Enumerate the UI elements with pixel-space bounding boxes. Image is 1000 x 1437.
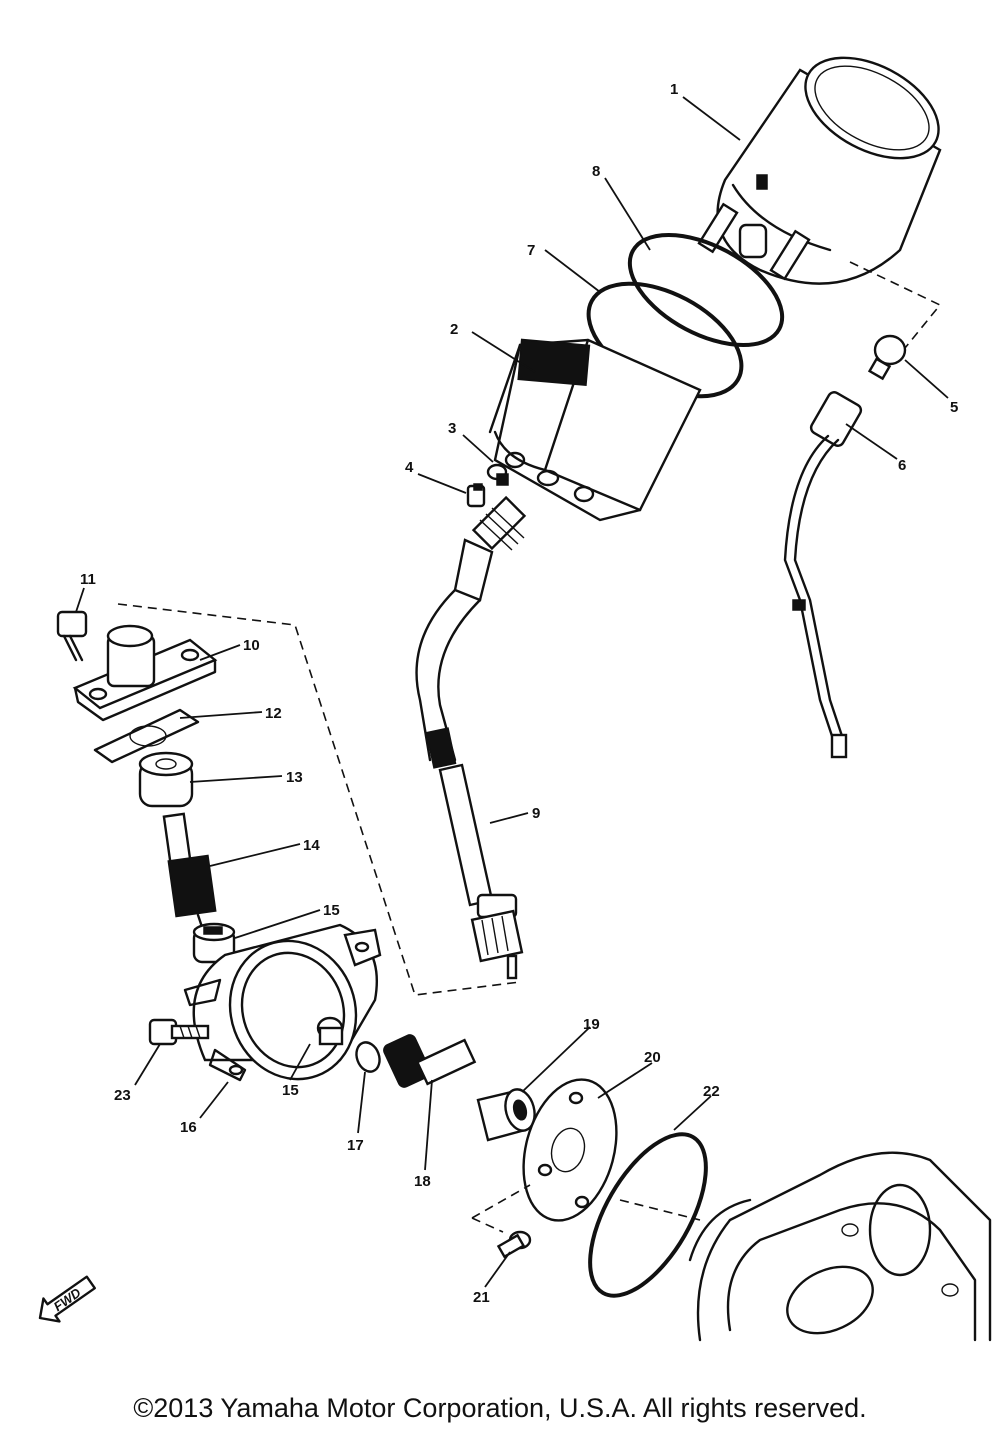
part-19-collar (476, 1088, 536, 1142)
part-22-o-ring (588, 1132, 708, 1298)
part-2-meter-housing (488, 338, 702, 522)
label-9[interactable]: 9 (532, 805, 540, 822)
part-4-screw (466, 483, 486, 508)
part-6-lamp-cord (783, 391, 863, 759)
part-16-gear-housing (183, 923, 382, 1082)
label-15a[interactable]: 15 (323, 902, 340, 919)
label-14[interactable]: 14 (303, 837, 320, 854)
part-12-gasket (93, 708, 200, 764)
label-3[interactable]: 3 (448, 420, 456, 437)
part-15-bushing (192, 922, 236, 964)
part-14-driven-gear (162, 812, 217, 947)
label-2[interactable]: 2 (450, 321, 458, 338)
part-10-bracket (72, 624, 218, 722)
part-8-gasket (627, 232, 785, 348)
part-1-meter-body (697, 56, 942, 285)
label-10[interactable]: 10 (243, 637, 260, 654)
part-5-bulb (867, 334, 907, 381)
leader-lines (75, 96, 949, 1288)
part-labels: 1 2 3 4 5 6 7 8 9 10 11 12 13 14 15 15 1… (80, 81, 958, 1306)
engine-case-phantom (688, 1151, 992, 1342)
label-4[interactable]: 4 (405, 459, 414, 476)
label-16[interactable]: 16 (180, 1119, 197, 1136)
label-1[interactable]: 1 (670, 81, 678, 98)
exploded-parts-diagram: 1 2 3 4 5 6 7 8 9 10 11 12 13 14 15 15 1… (38, 56, 992, 1342)
label-5[interactable]: 5 (950, 399, 958, 416)
label-12[interactable]: 12 (265, 705, 282, 722)
label-19[interactable]: 19 (583, 1016, 600, 1033)
label-20[interactable]: 20 (644, 1049, 661, 1066)
label-18[interactable]: 18 (414, 1173, 431, 1190)
part-23-bolt (148, 1018, 210, 1046)
part-20-plate (522, 1078, 618, 1222)
part-17-washer (355, 1041, 381, 1073)
label-21[interactable]: 21 (473, 1289, 490, 1306)
label-6[interactable]: 6 (898, 457, 906, 474)
copyright-footer: ©2013 Yamaha Motor Corporation, U.S.A. A… (133, 1393, 867, 1423)
label-22[interactable]: 22 (703, 1083, 720, 1100)
label-23[interactable]: 23 (114, 1087, 131, 1104)
part-21-screw (496, 1230, 532, 1259)
part-13-bushing (138, 751, 194, 808)
part-9-meter-cable (415, 495, 527, 980)
fwd-arrow-icon: FWD (38, 1275, 97, 1323)
part-18-drive-gear (383, 1034, 477, 1088)
label-13[interactable]: 13 (286, 769, 303, 786)
part-3-screw (486, 463, 509, 486)
label-11[interactable]: 11 (80, 571, 96, 588)
label-15b[interactable]: 15 (282, 1082, 299, 1099)
label-8[interactable]: 8 (592, 163, 600, 180)
label-17[interactable]: 17 (347, 1137, 364, 1154)
label-7[interactable]: 7 (527, 242, 535, 259)
part-11-bolt (56, 610, 88, 662)
